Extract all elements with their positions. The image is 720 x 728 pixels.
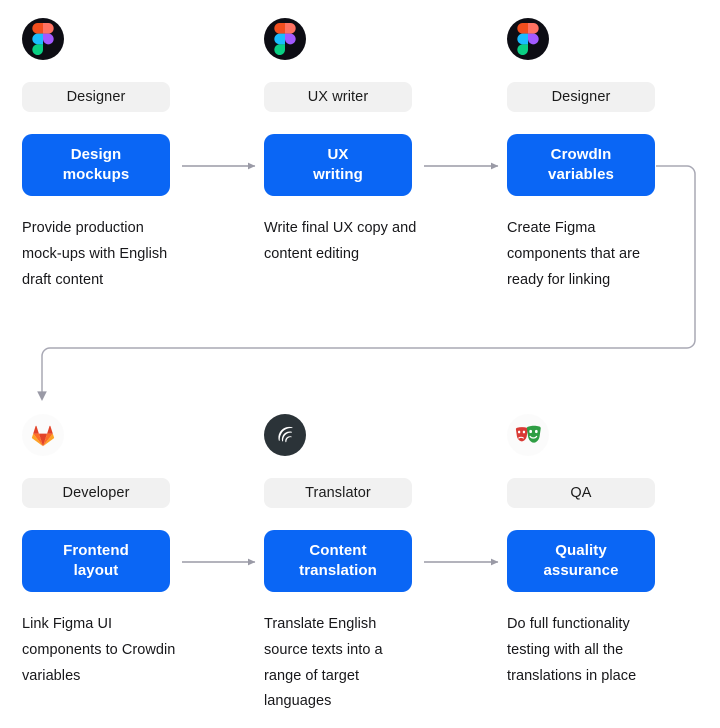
figma-icon	[507, 18, 549, 60]
task-line-1: Quality	[555, 542, 607, 560]
step-description: Provide production mock-ups with English…	[22, 220, 168, 288]
task-box-crowdin-variables[interactable]: CrowdIn variables	[507, 134, 655, 196]
role-pill-designer: Designer	[22, 82, 170, 112]
crowdin-icon	[264, 414, 306, 456]
task-label: Design mockups	[63, 145, 130, 185]
step-description: Write final UX copy and content editing	[264, 220, 417, 262]
step-frontend-layout: Developer Frontend layout Link Figma UI …	[22, 414, 175, 689]
task-label: Frontend layout	[63, 541, 129, 581]
role-pill-ux-writer: UX writer	[264, 82, 412, 112]
task-line-1: Design	[70, 146, 122, 164]
step-ux-writing: UX writer UX writing Write final UX copy…	[264, 18, 416, 268]
task-label: Content translation	[299, 541, 377, 581]
figma-icon	[264, 18, 306, 60]
task-line-1: Content	[309, 542, 367, 560]
gitlab-icon	[22, 414, 64, 456]
step-description: Do full functionality testing with all t…	[507, 616, 637, 684]
figma-icon	[22, 18, 64, 60]
task-box-frontend-layout[interactable]: Frontend layout	[22, 530, 170, 592]
role-pill-qa: QA	[507, 478, 655, 508]
step-quality-assurance: QA Quality assurance Do full functionali…	[507, 414, 655, 689]
task-line-2: assurance	[543, 562, 619, 579]
step-content-translation: Translator Content translation Translate…	[264, 414, 412, 715]
step-description: Create Figma components that are ready f…	[507, 220, 641, 288]
step-description: Link Figma UI components to Crowdin vari…	[22, 616, 176, 684]
step-description: Translate English source texts into a ra…	[264, 616, 383, 710]
task-line-2: layout	[73, 562, 119, 579]
task-line-2: mockups	[62, 166, 130, 183]
task-box-design-mockups[interactable]: Design mockups	[22, 134, 170, 196]
role-pill-designer-2: Designer	[507, 82, 655, 112]
task-label: UX writing	[313, 145, 363, 185]
task-box-ux-writing[interactable]: UX writing	[264, 134, 412, 196]
task-line-1: CrowdIn	[550, 146, 612, 164]
task-line-1: Frontend	[63, 542, 129, 560]
task-box-quality-assurance[interactable]: Quality assurance	[507, 530, 655, 592]
theater-masks-icon	[507, 414, 549, 456]
step-design-mockups: Designer Design mockups Provide producti…	[22, 18, 170, 293]
step-crowdin-variables: Designer CrowdIn variables Create Figma …	[507, 18, 655, 293]
task-label: Quality assurance	[543, 541, 618, 581]
task-label: CrowdIn variables	[548, 145, 614, 185]
task-line-2: writing	[313, 166, 363, 183]
task-box-content-translation[interactable]: Content translation	[264, 530, 412, 592]
task-line-2: variables	[548, 166, 614, 183]
role-pill-translator: Translator	[264, 478, 412, 508]
task-line-1: UX	[327, 146, 349, 164]
role-pill-developer: Developer	[22, 478, 170, 508]
task-line-2: translation	[299, 562, 377, 579]
